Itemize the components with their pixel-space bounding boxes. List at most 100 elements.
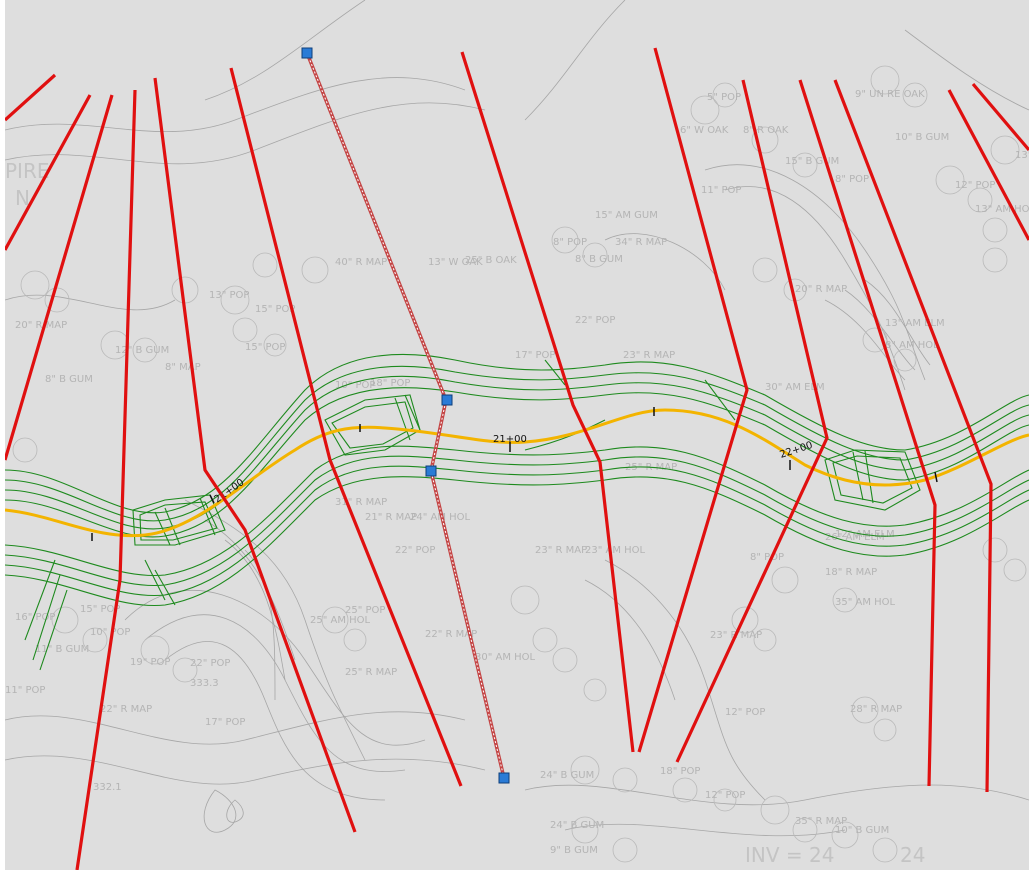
tree-label: 30" AM ELM (765, 382, 825, 393)
tree-label: 22" POP (575, 315, 615, 326)
section-line (229, 67, 463, 787)
tree-label: 24" B GUM (540, 770, 594, 781)
section-line (947, 89, 1029, 241)
section-line (798, 79, 937, 787)
tree-label: 10" POP (90, 627, 130, 638)
tree-label: 22" R MAP (425, 629, 477, 640)
section-line (75, 89, 137, 870)
tree-label: 23" AM HOL (585, 545, 646, 556)
section-line (5, 94, 92, 251)
tree-label: 18" POP (370, 378, 410, 389)
cad-drawing-canvas[interactable]: 5" POP 9" UN RE OAK 6" W OAK 8" R OAK 15… (5, 0, 1029, 870)
tree-label: 25" R MAP (345, 667, 397, 678)
tree-label: 20" R MAP (15, 320, 67, 331)
tree-label: 15" AM GUM (595, 210, 658, 221)
tree-label: 8" MAP (165, 362, 201, 373)
tree-label: 6" W OAK (680, 125, 729, 136)
tree-label: 13" POP (209, 290, 249, 301)
tree-label: 11" POP (701, 185, 741, 196)
plan-label-fragment: N (15, 186, 30, 210)
tree-label: 10" POP (335, 380, 375, 391)
tree-label: 25" POP (345, 605, 385, 616)
tree-label: 10" B GUM (895, 132, 949, 143)
tree-labels: 5" POP 9" UN RE OAK 6" W OAK 8" R OAK 15… (5, 89, 1029, 856)
tree-label: 13" (1015, 150, 1029, 161)
existing-contours (5, 0, 1029, 837)
tree-label: 9" B GUM (550, 845, 598, 856)
tree-label: 12" POP (725, 707, 765, 718)
tree-label: 12" POP (705, 790, 745, 801)
grips[interactable] (301, 47, 510, 784)
tree-label: 15" POP (80, 604, 120, 615)
tree-label: 35" R MAP (795, 816, 847, 827)
tree-label: 22" POP (395, 545, 435, 556)
tree-label: 23" R MAP (623, 350, 675, 361)
tree-label: 25" B OAK (465, 255, 517, 266)
tree-label: 13" W OAK (428, 257, 483, 268)
tree-label: 8" POP (750, 552, 784, 563)
tree-label: 17" POP (205, 717, 245, 728)
tree-label: 25" AM HOL (310, 615, 371, 626)
section-line (637, 47, 749, 753)
tree-label: 16" POP (15, 612, 55, 623)
tree-label: 23" R MAP (535, 545, 587, 556)
tree-label: 17" POP (515, 350, 555, 361)
tree-label: 19" POP (130, 657, 170, 668)
tree-label: 11" POP (5, 685, 45, 696)
tree-label: 31" R MAP (335, 497, 387, 508)
tree-label: 8" POP (553, 237, 587, 248)
alignment-centerline[interactable] (5, 408, 1029, 538)
tree-label: 15" POP (255, 304, 295, 315)
section-line (971, 82, 1029, 152)
tree-label: 8" R OAK (743, 125, 789, 136)
tree-label: 10" B GUM (835, 825, 889, 836)
tree-label: 18" R MAP (825, 567, 877, 578)
tree-label: 30" AM HOL (475, 652, 536, 663)
plan-label-invert: INV = 24 (745, 843, 834, 867)
tree-label: 12" POP (955, 180, 995, 191)
section-line (5, 94, 114, 461)
tree-label: 5" POP (707, 92, 741, 103)
tree-label: 12" B GUM (115, 345, 169, 356)
station-label: 21+00 (493, 434, 527, 445)
section-line (460, 51, 635, 753)
tree-label: 21" R MAP (365, 512, 417, 523)
grip-handle[interactable] (498, 772, 510, 784)
tree-label: 22" POP (190, 658, 230, 669)
tree-label: 34" R MAP (615, 237, 667, 248)
proposed-grading-contours (5, 353, 1029, 671)
tree-label: 11" B GUM (35, 644, 89, 655)
plan-label-fragment: PIRE (5, 159, 50, 183)
tree-label: 28" R MAP (850, 704, 902, 715)
grip-handle[interactable] (441, 394, 453, 406)
selected-polyline[interactable] (305, 52, 506, 779)
tree-label: 8" B GUM (45, 374, 93, 385)
tree-label: 13" AM HOL (975, 204, 1029, 215)
tree-label: 13" AM ELM (885, 318, 945, 329)
section-lines[interactable] (5, 47, 1029, 870)
tree-label: 24" B GUM (550, 820, 604, 831)
section-line (5, 73, 57, 122)
drawing-viewport[interactable]: 5" POP 9" UN RE OAK 6" W OAK 8" R OAK 15… (5, 0, 1029, 870)
spot-elevation: 332.1 (93, 782, 122, 793)
plan-label-invert-2: 24 (900, 843, 925, 867)
station-ticks (91, 407, 938, 541)
tree-label: 22" R MAP (100, 704, 152, 715)
tree-label: 9" UN RE OAK (855, 89, 925, 100)
tree-label: 8" POP (835, 174, 869, 185)
grip-handle[interactable] (425, 465, 437, 477)
tree-label: 18" POP (660, 766, 700, 777)
section-line (833, 79, 993, 793)
tree-label: 35" AM HOL (835, 597, 896, 608)
tree-label: 15" POP (245, 342, 285, 353)
tree-label: 8" AM HOL (885, 340, 939, 351)
tree-label: 40" R MAP (335, 257, 387, 268)
tree-label: 20" R MAP (795, 284, 847, 295)
section-line (675, 79, 829, 763)
tree-label: 8" B GUM (575, 254, 623, 265)
section-line (153, 77, 357, 833)
tree-canopies (12, 65, 1027, 863)
tree-label: 15" B GUM (785, 156, 839, 167)
grip-handle[interactable] (301, 47, 313, 59)
tree-label: 26" AM ELM (825, 532, 885, 543)
